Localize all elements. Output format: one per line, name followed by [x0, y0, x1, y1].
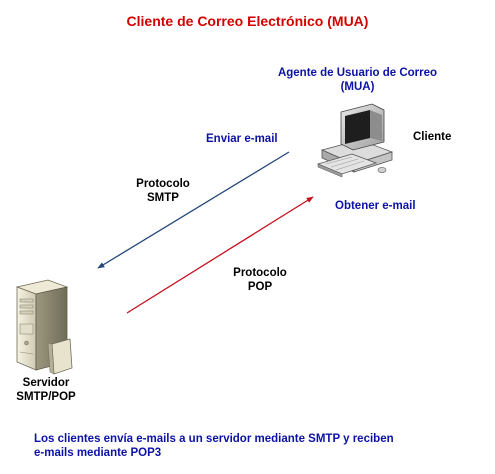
- smtp-arrow: [97, 151, 290, 269]
- server-label-line2: SMTP/POP: [16, 390, 76, 403]
- pop-arrow: [126, 196, 314, 314]
- pop-protocol-line2: POP: [247, 280, 273, 293]
- footer-line1: Los clientes envía e-mails a un servidor…: [34, 433, 394, 445]
- pop-protocol-label: Protocolo POP: [225, 267, 295, 295]
- send-email-label: Enviar e-mail: [206, 133, 278, 145]
- smtp-protocol-line1: Protocolo: [136, 178, 190, 190]
- smtp-protocol-label: Protocolo SMTP: [128, 178, 198, 206]
- diagram-title: Cliente de Correo Electrónico (MUA): [126, 13, 369, 29]
- pop-protocol-line1: Protocolo: [233, 267, 287, 279]
- client-label: Cliente: [413, 131, 452, 143]
- server-label-line1: Servidor: [22, 377, 70, 389]
- footer-caption: Los clientes envía e-mails a un servidor…: [34, 433, 394, 461]
- server-label: Servidor SMTP/POP: [6, 377, 86, 405]
- smtp-protocol-line2: SMTP: [147, 191, 179, 204]
- fetch-email-label: Obtener e-mail: [335, 200, 416, 212]
- agent-label-line1: Agente de Usuario de Correo: [277, 67, 438, 79]
- agent-label: Agente de Usuario de Correo (MUA): [270, 67, 445, 95]
- agent-label-line2: (MUA): [340, 80, 375, 93]
- footer-line2: e-mails mediante POP3: [34, 446, 162, 459]
